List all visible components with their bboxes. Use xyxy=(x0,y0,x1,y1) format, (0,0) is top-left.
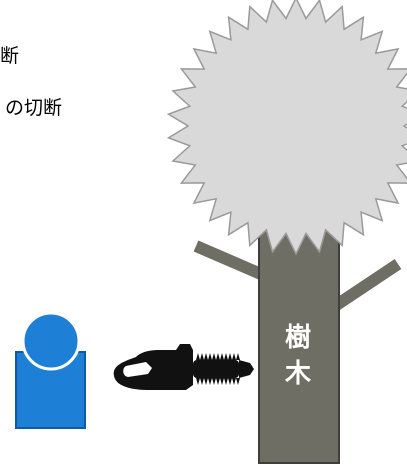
chainsaw-icon xyxy=(114,344,254,390)
text-line-2: の切断 xyxy=(5,97,62,119)
tree-icon: 樹 木 xyxy=(169,0,407,463)
trunk-label-top: 樹 xyxy=(285,323,311,353)
tree-canopy xyxy=(169,0,407,254)
text-line-1: 断 xyxy=(0,45,19,67)
trunk-label-bottom: 木 xyxy=(284,359,311,389)
person-icon xyxy=(16,313,85,428)
chainsaw-bar-tip xyxy=(239,360,254,378)
person-head xyxy=(23,313,79,369)
chainsaw-bar xyxy=(193,360,239,378)
